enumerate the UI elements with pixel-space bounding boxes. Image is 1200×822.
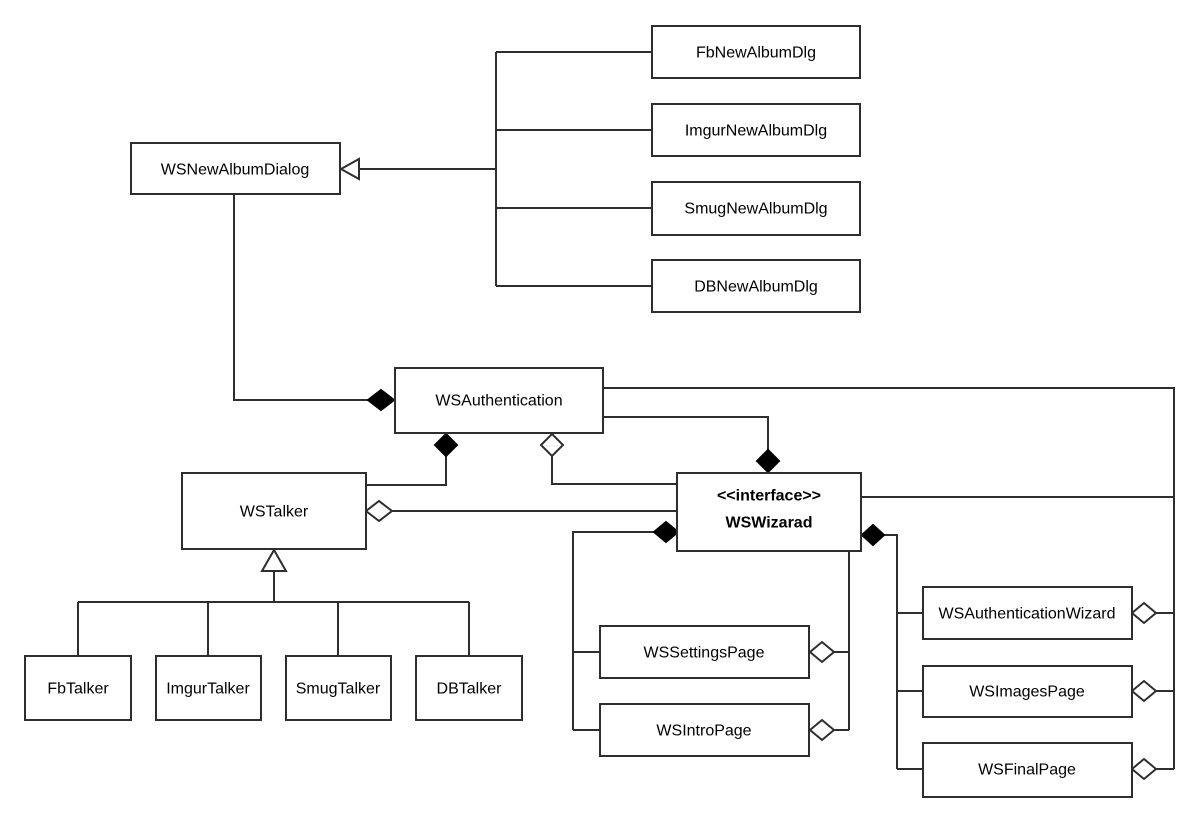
class-label: FbNewAlbumDlg: [696, 45, 816, 62]
class-box[interactable]: [651, 259, 861, 313]
class-wsfinalpage[interactable]: WSFinalPage: [922, 742, 1133, 798]
class-box[interactable]: [651, 103, 861, 157]
class-box[interactable]: [181, 472, 367, 550]
interface-wswizarad[interactable]: <<interface>> WSWizarad: [676, 472, 862, 552]
interface-stereotype: <<interface>>: [717, 488, 821, 505]
class-label: DBTalker: [437, 681, 503, 698]
edge-wswizarad-pages-left-bus: [572, 531, 654, 730]
class-box[interactable]: [130, 142, 341, 195]
class-label: WSAuthenticationWizard: [939, 606, 1116, 623]
class-wsnewalbumdialog[interactable]: WSNewAlbumDialog: [130, 142, 341, 195]
class-label: WSIntroPage: [656, 723, 751, 740]
class-wsauthenticationwizard[interactable]: WSAuthenticationWizard: [922, 586, 1133, 640]
class-label: WSNewAlbumDialog: [161, 162, 310, 179]
generalization-arrow-wsnewalbumdialog: [338, 157, 360, 181]
filled-diamond-wswizarad-right: [860, 523, 886, 547]
class-box[interactable]: [24, 655, 132, 721]
filled-diamond-wsauthentication-left: [366, 388, 396, 412]
class-box[interactable]: [599, 703, 810, 757]
class-imgurnewalbumdlg[interactable]: ImgurNewAlbumDlg: [651, 103, 861, 157]
edge-wsauthentication-wstalker: [366, 456, 447, 486]
class-label: WSTalker: [240, 504, 309, 521]
class-wsintropage[interactable]: WSIntroPage: [599, 703, 810, 757]
class-label: DBNewAlbumDlg: [694, 279, 818, 296]
class-box[interactable]: [651, 25, 861, 79]
class-smugtalker[interactable]: SmugTalker: [285, 655, 392, 721]
edge-wswizarad-wsauthentication: [603, 416, 769, 450]
filled-diamond-wsauthentication-bottom: [433, 432, 459, 458]
open-diamond-wsfinalpage: [1130, 757, 1158, 781]
open-diamond-wsauthenticationwizard: [1130, 601, 1158, 625]
class-box[interactable]: [415, 655, 523, 721]
class-label: WSImagesPage: [969, 684, 1085, 701]
class-box[interactable]: [651, 181, 861, 236]
class-box[interactable]: [922, 742, 1133, 798]
class-dbtalker[interactable]: DBTalker: [415, 655, 523, 721]
class-smugnewalbumdlg[interactable]: SmugNewAlbumDlg: [651, 181, 861, 236]
class-box[interactable]: [676, 472, 862, 552]
edge-wsauthentication-rightbus: [603, 387, 1175, 769]
class-imgurtalker[interactable]: ImgurTalker: [155, 655, 262, 721]
class-box[interactable]: [285, 655, 392, 721]
class-nodes: WSNewAlbumDialog FbNewAlbumDlg ImgurNewA…: [24, 25, 1133, 798]
open-diamond-wstalker-right: [364, 499, 394, 523]
class-label: SmugNewAlbumDlg: [684, 201, 827, 218]
class-wsauthentication[interactable]: WSAuthentication: [394, 367, 604, 434]
class-box[interactable]: [922, 665, 1133, 718]
class-wsimagespage[interactable]: WSImagesPage: [922, 665, 1133, 718]
generalization-arrow-wstalker: [260, 547, 288, 572]
class-label: SmugTalker: [296, 681, 381, 698]
class-label: ImgurNewAlbumDlg: [685, 123, 827, 140]
class-label: ImgurTalker: [166, 681, 250, 698]
class-label: WSAuthentication: [435, 393, 562, 410]
open-diamond-wsintropage: [808, 718, 836, 742]
class-dbnewalbumdlg[interactable]: DBNewAlbumDlg: [651, 259, 861, 313]
class-label: WSFinalPage: [978, 762, 1076, 779]
class-label: FbTalker: [47, 681, 109, 698]
edge-wswizarad-wizardpages-bus: [884, 534, 898, 769]
filled-diamond-wswizarad-left: [652, 520, 680, 544]
class-fbtalker[interactable]: FbTalker: [24, 655, 132, 721]
class-label: WSWizarad: [726, 515, 813, 532]
edge-wsnewalbumdialog-wsauthentication: [233, 194, 368, 401]
class-fbnewalbumdlg[interactable]: FbNewAlbumDlg: [651, 25, 861, 79]
class-box[interactable]: [599, 625, 810, 679]
open-diamond-wsimagespage: [1130, 679, 1158, 703]
class-wstalker[interactable]: WSTalker: [181, 472, 367, 550]
open-diamond-wsauthentication-bottom: [539, 432, 565, 458]
open-diamond-wssettingspage: [808, 640, 836, 664]
class-box[interactable]: [922, 586, 1133, 640]
class-label: WSSettingsPage: [644, 645, 765, 662]
class-box[interactable]: [155, 655, 262, 721]
edge-wsauthentication-wswizarad: [551, 456, 677, 485]
class-wssettingspage[interactable]: WSSettingsPage: [599, 625, 810, 679]
class-box[interactable]: [394, 367, 604, 434]
relationship-markers: [260, 157, 1158, 781]
filled-diamond-wswizarad-top: [755, 448, 781, 474]
relationship-lines: [77, 51, 1175, 770]
